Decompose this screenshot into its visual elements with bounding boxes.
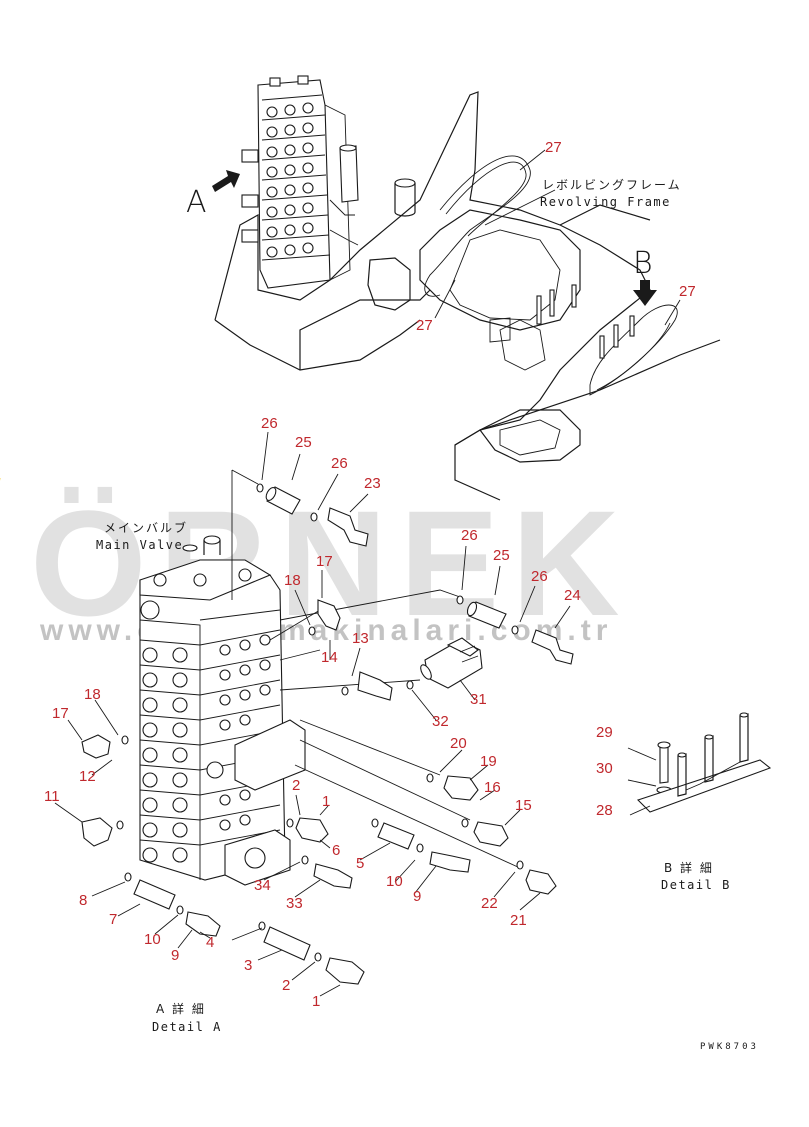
- view-a-label: A: [186, 185, 207, 220]
- view-b-label: B: [633, 246, 653, 281]
- callout-2: 2: [282, 977, 290, 994]
- callout-31: 31: [470, 691, 487, 708]
- callout-15: 15: [515, 797, 532, 814]
- callout-30: 30: [596, 760, 613, 777]
- callout-6: 6: [332, 842, 340, 859]
- callout-33: 33: [286, 895, 303, 912]
- callout-26: 26: [331, 455, 348, 472]
- callout-25: 25: [295, 434, 312, 451]
- callout-5: 5: [356, 855, 364, 872]
- main-valve-jp: メインバルブ: [104, 520, 188, 535]
- callout-8: 8: [79, 892, 87, 909]
- watermark-accent: [0, 478, 2, 494]
- callout-9: 9: [171, 947, 179, 964]
- pressure-switch-31: [420, 637, 483, 689]
- detail-a-en: Detail A: [152, 1020, 222, 1034]
- callout-14: 14: [321, 649, 338, 666]
- callout-9: 9: [413, 888, 421, 905]
- revolving-frame-en: Revolving Frame: [540, 195, 671, 209]
- callout-26: 26: [261, 415, 278, 432]
- callout-21: 21: [510, 912, 527, 929]
- callout-23: 23: [364, 475, 381, 492]
- callout-27: 27: [545, 139, 562, 156]
- callout-11: 11: [44, 788, 60, 805]
- callout-22: 22: [481, 895, 498, 912]
- callout-10: 10: [386, 873, 403, 890]
- callout-13: 13: [352, 630, 369, 647]
- callout-4: 4: [206, 934, 214, 951]
- captions: レボルビングフレーム Revolving Frame メインバルブ Main V…: [96, 178, 759, 1052]
- callout-34: 34: [254, 877, 271, 894]
- callout-1: 1: [322, 793, 330, 810]
- callout-29: 29: [596, 724, 613, 741]
- revolving-frame-drawing: [212, 75, 721, 501]
- tube-25b: [466, 601, 507, 629]
- callout-18: 18: [284, 572, 301, 589]
- callout-17: 17: [52, 705, 69, 722]
- callout-16: 16: [484, 779, 501, 796]
- arrow-a-icon: [212, 170, 240, 192]
- callout-26: 26: [461, 527, 478, 544]
- callout-19: 19: [480, 753, 497, 770]
- callout-17: 17: [316, 553, 333, 570]
- detail-b-en: Detail B: [661, 878, 731, 892]
- main-valve-en: Main Valve: [96, 538, 183, 552]
- valve-ports: [140, 600, 271, 863]
- part-number-callouts: 26 25 26 23 27 27 27 26 25 26 24 17 18 1…: [44, 139, 696, 1010]
- detail-b-drawing: [627, 712, 772, 816]
- callout-26: 26: [531, 568, 548, 585]
- callout-20: 20: [450, 735, 467, 752]
- callout-32: 32: [432, 713, 449, 730]
- drawing-code: PWK8703: [700, 1042, 759, 1052]
- revolving-frame-jp: レボルビングフレーム: [542, 178, 682, 192]
- callout-3: 3: [244, 957, 252, 974]
- callout-2: 2: [292, 777, 300, 794]
- callout-24: 24: [564, 587, 581, 604]
- callout-27: 27: [416, 317, 433, 334]
- callout-27: 27: [679, 283, 696, 300]
- valve-small: [241, 75, 359, 289]
- fittings: [54, 431, 772, 997]
- tube-25a: [265, 486, 301, 515]
- detail-b-jp: B 詳 細: [664, 860, 714, 875]
- callout-10: 10: [144, 931, 161, 948]
- callout-12: 12: [79, 768, 96, 785]
- callout-1: 1: [312, 993, 320, 1010]
- callout-28: 28: [596, 802, 613, 819]
- detail-a-jp: A 詳 細: [156, 1001, 206, 1016]
- callout-25: 25: [493, 547, 510, 564]
- arrow-b-icon: [633, 280, 657, 306]
- callout-18: 18: [84, 686, 101, 703]
- callout-7: 7: [109, 911, 117, 928]
